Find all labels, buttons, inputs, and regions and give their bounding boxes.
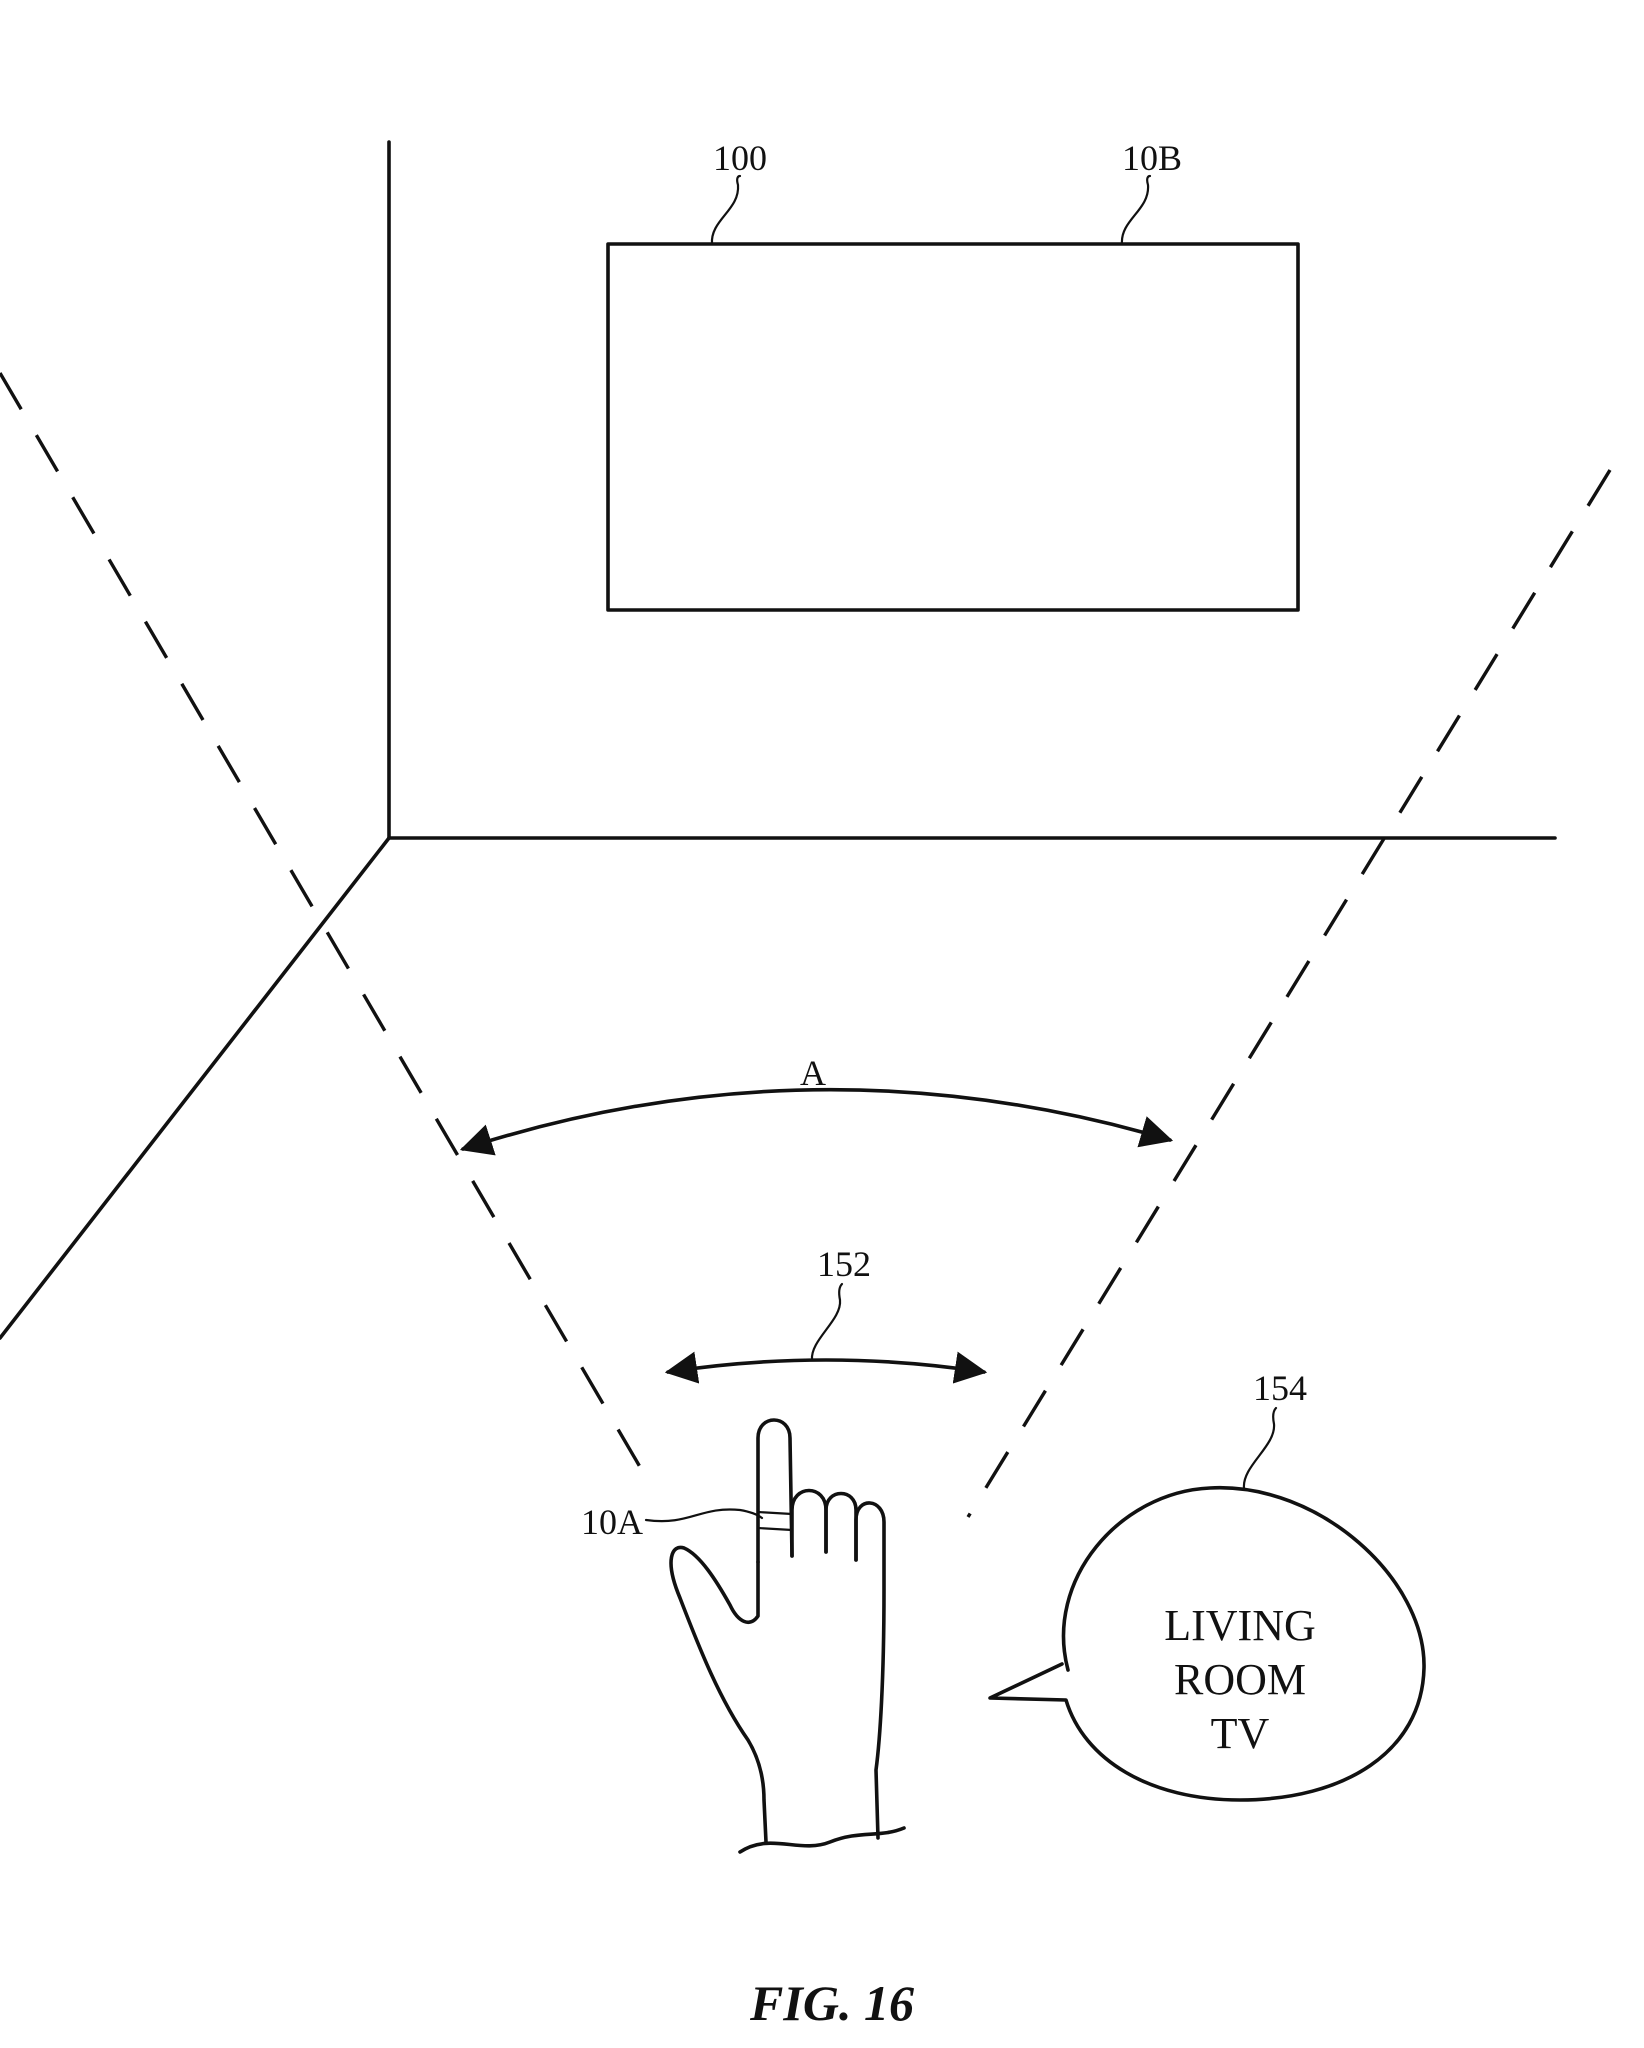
leader-10a [644,1508,764,1523]
ring-finger [824,1491,858,1562]
speech-bubble [988,1486,1426,1802]
figure-caption: FIG. 16 [749,1975,914,2031]
bubble-line-2: ROOM [1174,1655,1306,1704]
wrist [738,1826,906,1854]
pinky-finger [854,1501,886,1840]
fov-left-dashed [0,372,652,1485]
index-finger [756,1418,794,1564]
thumb-and-palm [669,1545,768,1844]
label-100: 100 [713,138,767,178]
label-10b: 10B [1122,138,1182,178]
hand [669,1418,906,1854]
leader-100 [710,174,742,246]
label-a: A [800,1053,826,1093]
label-152: 152 [817,1244,871,1284]
room-corner [0,140,1557,1340]
bubble-line-3: TV [1211,1709,1270,1758]
angle-a-arc [459,1087,1174,1156]
gesture-arc [664,1351,988,1384]
floor-side-edge [0,836,391,1340]
ring-band-bottom [756,1526,794,1532]
ring-band-top [756,1510,794,1516]
bubble-line-1: LIVING [1164,1601,1316,1650]
tv-screen [606,242,1300,612]
leader-154 [1242,1406,1278,1490]
leader-152 [810,1282,844,1362]
fov-right-dashed [966,469,1612,1518]
label-10a: 10A [581,1502,643,1542]
middle-finger [790,1488,828,1558]
leader-10b [1120,174,1152,246]
label-154: 154 [1253,1368,1307,1408]
